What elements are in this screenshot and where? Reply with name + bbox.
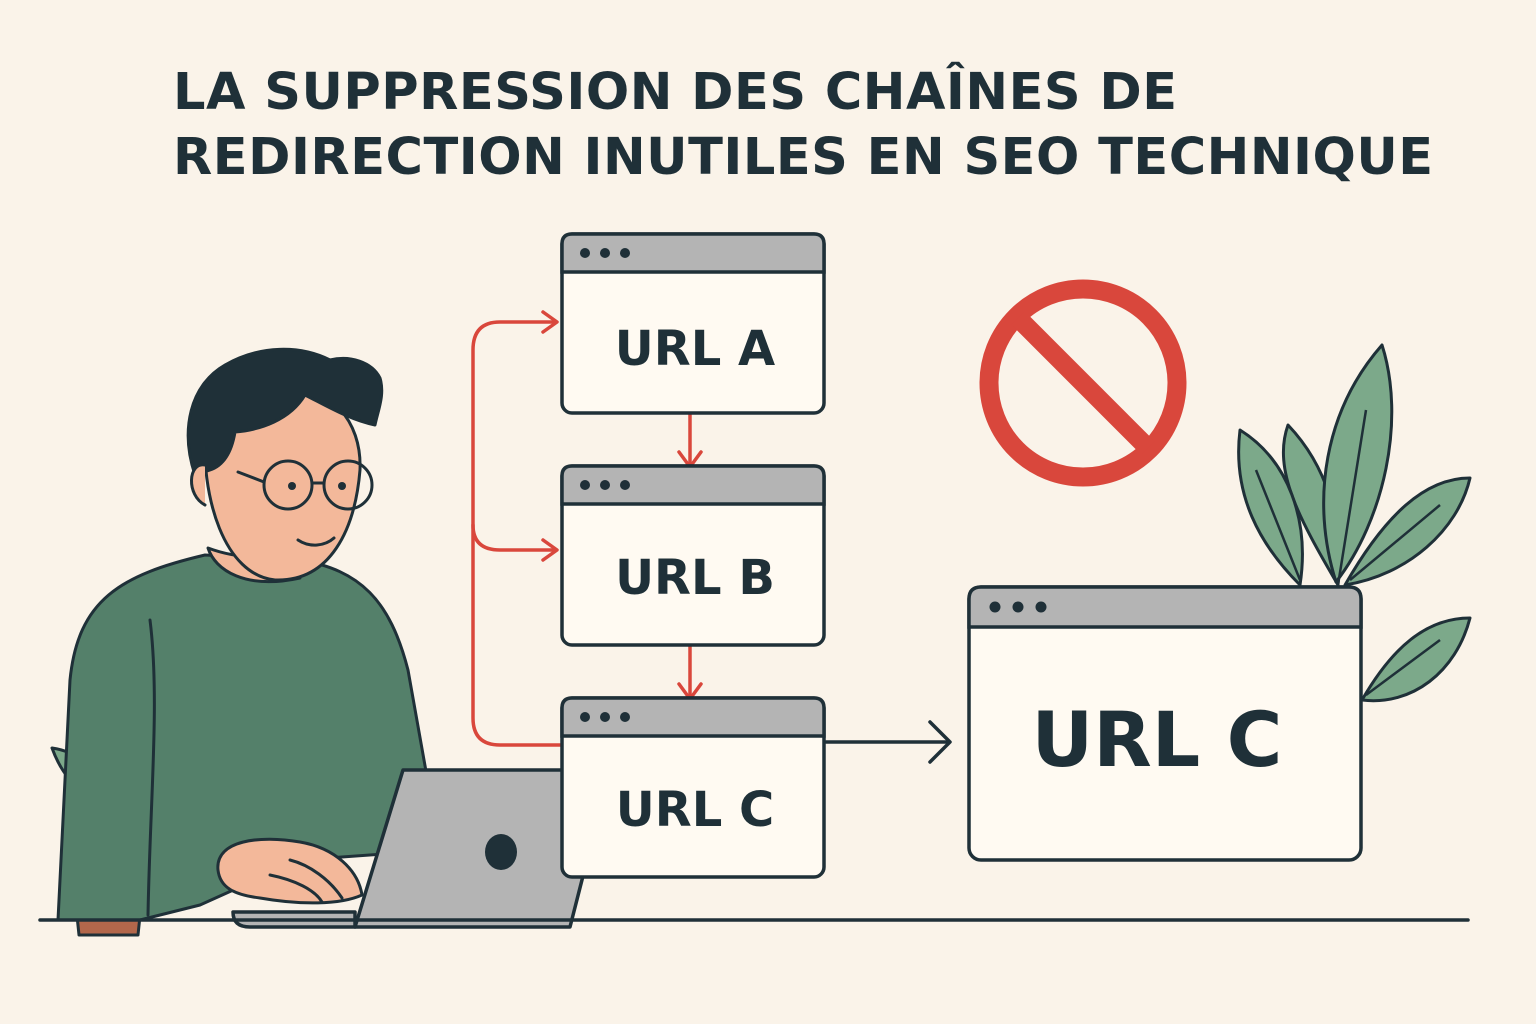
url-b-label: URL B [615, 550, 775, 606]
browser-window-url-a: URL A [560, 232, 826, 415]
title-line-2: REDIRECTION INUTILES EN SEO TECHNIQUE [173, 128, 1434, 187]
person-illustration [56, 347, 442, 922]
bypass-arrow-a [471, 320, 564, 747]
hand [216, 837, 364, 905]
final-browser-window: URL C [967, 585, 1363, 862]
prohibited-icon [979, 279, 1187, 487]
page-title: LA SUPPRESSION DES CHAÎNES DE REDIRECTIO… [173, 60, 1434, 190]
bypass-arrow-b [471, 523, 557, 552]
title-line-1: LA SUPPRESSION DES CHAÎNES DE [173, 63, 1178, 122]
window-dots-icon [580, 480, 630, 490]
browser-window-url-c: URL C [560, 696, 826, 879]
browser-window-url-b: URL B [560, 464, 826, 647]
final-url-label: URL C [1032, 695, 1283, 784]
window-dots-icon [580, 248, 630, 258]
url-c-label: URL C [616, 782, 774, 838]
hair [186, 347, 384, 477]
large-plant-icon [1237, 343, 1472, 703]
ear [190, 463, 207, 507]
arrow-head-b [541, 538, 559, 562]
window-dots-icon [989, 601, 1047, 613]
arrow-icon [824, 720, 952, 764]
window-dots-icon [580, 712, 630, 722]
url-a-label: URL A [615, 321, 775, 377]
laptop-icon [231, 768, 612, 929]
arrow-head-a [541, 310, 559, 334]
